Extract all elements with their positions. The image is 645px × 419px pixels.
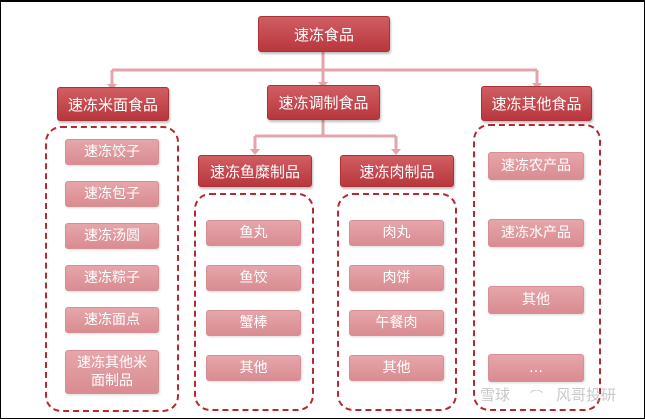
category-other: 速冻其他食品 bbox=[481, 86, 592, 121]
leaf-agricultural: 速冻农产品 bbox=[488, 152, 584, 180]
leaf-meat-other: 其他 bbox=[349, 355, 444, 381]
leaf-aquatic: 速冻水产品 bbox=[488, 219, 584, 247]
watermark-icon: ⌒ bbox=[530, 390, 544, 405]
leaf-dumplings: 速冻饺子 bbox=[65, 139, 159, 165]
leaf-fish-dumpling: 鱼饺 bbox=[206, 265, 301, 291]
group-rice-noodle bbox=[45, 126, 179, 412]
group-fish bbox=[194, 193, 314, 411]
group-meat bbox=[337, 193, 457, 411]
leaf-steamed-buns: 速冻包子 bbox=[65, 181, 159, 207]
leaf-other-rice-noodle: 速冻其他米面制品 bbox=[65, 350, 159, 394]
top-rule bbox=[0, 0, 645, 2]
leaf-fish-ball: 鱼丸 bbox=[206, 220, 301, 246]
leaf-meat-patty: 肉饼 bbox=[349, 265, 444, 291]
leaf-luncheon-meat: 午餐肉 bbox=[349, 310, 444, 336]
subcategory-fish: 速冻鱼糜制品 bbox=[198, 155, 312, 187]
leaf-fish-other: 其他 bbox=[206, 355, 301, 381]
leaf-tangyuan: 速冻汤圆 bbox=[65, 223, 159, 249]
leaf-pastry: 速冻面点 bbox=[65, 307, 159, 333]
leaf-other-misc: 其他 bbox=[488, 286, 584, 314]
leaf-ellipsis: … bbox=[488, 354, 584, 382]
leaf-zongzi: 速冻粽子 bbox=[65, 265, 159, 291]
category-rice-noodle: 速冻米面食品 bbox=[57, 87, 169, 121]
watermark-logo-right: 风哥投研 bbox=[556, 386, 617, 404]
root-node: 速冻食品 bbox=[258, 16, 390, 52]
group-other bbox=[473, 124, 601, 411]
subcategory-meat: 速冻肉制品 bbox=[340, 155, 454, 187]
leaf-crab-stick: 蟹棒 bbox=[206, 310, 301, 336]
leaf-meatball: 肉丸 bbox=[349, 220, 444, 246]
category-prepared: 速冻调制食品 bbox=[267, 85, 380, 120]
watermark-logo-left: 雪球 bbox=[480, 386, 511, 404]
